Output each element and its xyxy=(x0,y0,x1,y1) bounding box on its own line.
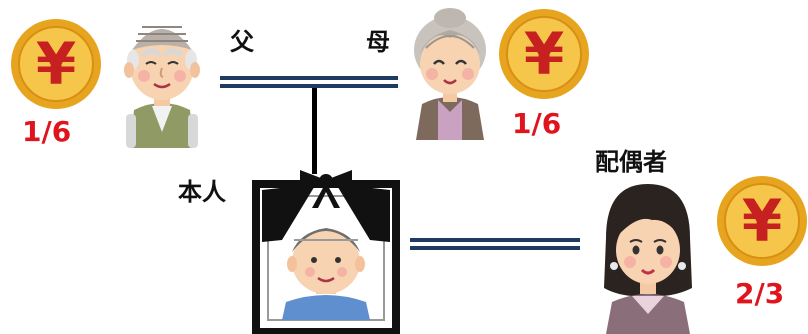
self-label: 本人 xyxy=(178,178,226,206)
yen-symbol: ¥ xyxy=(742,187,782,255)
father-label: 父 xyxy=(230,28,254,56)
mother-illustration-icon xyxy=(404,8,496,140)
mother-share: 1/6 xyxy=(512,107,562,140)
yen-coin-icon: ¥ xyxy=(10,18,102,110)
parent-child-line xyxy=(312,88,317,174)
father-illustration-icon xyxy=(112,10,212,150)
yen-symbol: ¥ xyxy=(36,30,76,98)
yen-coin-icon: ¥ xyxy=(498,8,590,100)
spouse-illustration-icon xyxy=(592,178,702,334)
father-share: 1/6 xyxy=(22,115,72,148)
yen-symbol: ¥ xyxy=(524,20,564,88)
spouse-label: 配偶者 xyxy=(595,148,667,176)
parents-marriage-line xyxy=(220,76,398,88)
mother-label: 母 xyxy=(366,28,390,56)
yen-coin-icon: ¥ xyxy=(716,175,808,267)
spouse-share: 2/3 xyxy=(735,277,785,310)
self-portrait-frame xyxy=(252,170,400,334)
spouse-marriage-line xyxy=(410,238,580,250)
